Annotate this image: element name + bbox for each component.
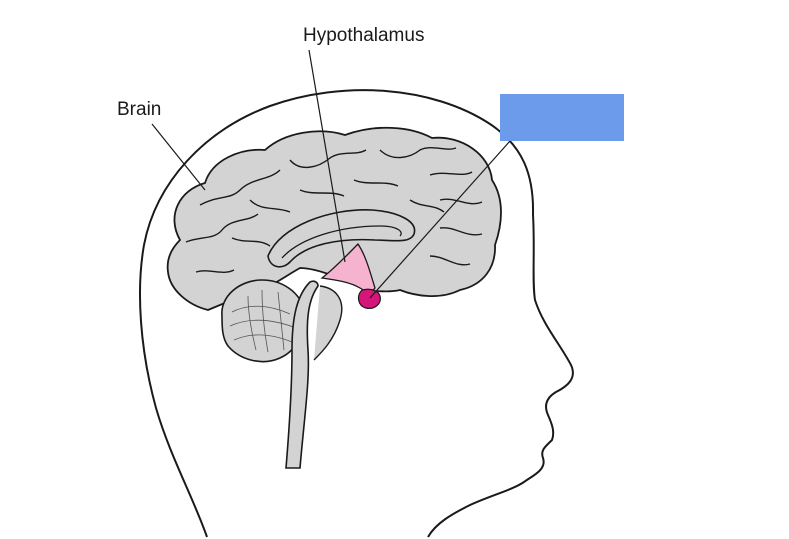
cerebellum-folia xyxy=(229,289,297,353)
brainstem-front xyxy=(313,285,343,361)
blank-label-box[interactable] xyxy=(500,94,624,141)
hypothalamus-label: Hypothalamus xyxy=(303,25,425,46)
corpus-callosum-inner xyxy=(281,225,402,259)
hypothalamus-region xyxy=(320,242,376,292)
brain-gyri xyxy=(185,147,483,273)
pituitary-pointer-line xyxy=(369,140,511,299)
pituitary-gland xyxy=(357,288,381,309)
hypothalamus-pointer-line xyxy=(308,49,346,263)
brainstem-spinal-cord xyxy=(285,280,319,469)
brain-pointer-line xyxy=(151,123,206,191)
brain-label: Brain xyxy=(117,99,162,120)
head-outline xyxy=(139,89,574,538)
